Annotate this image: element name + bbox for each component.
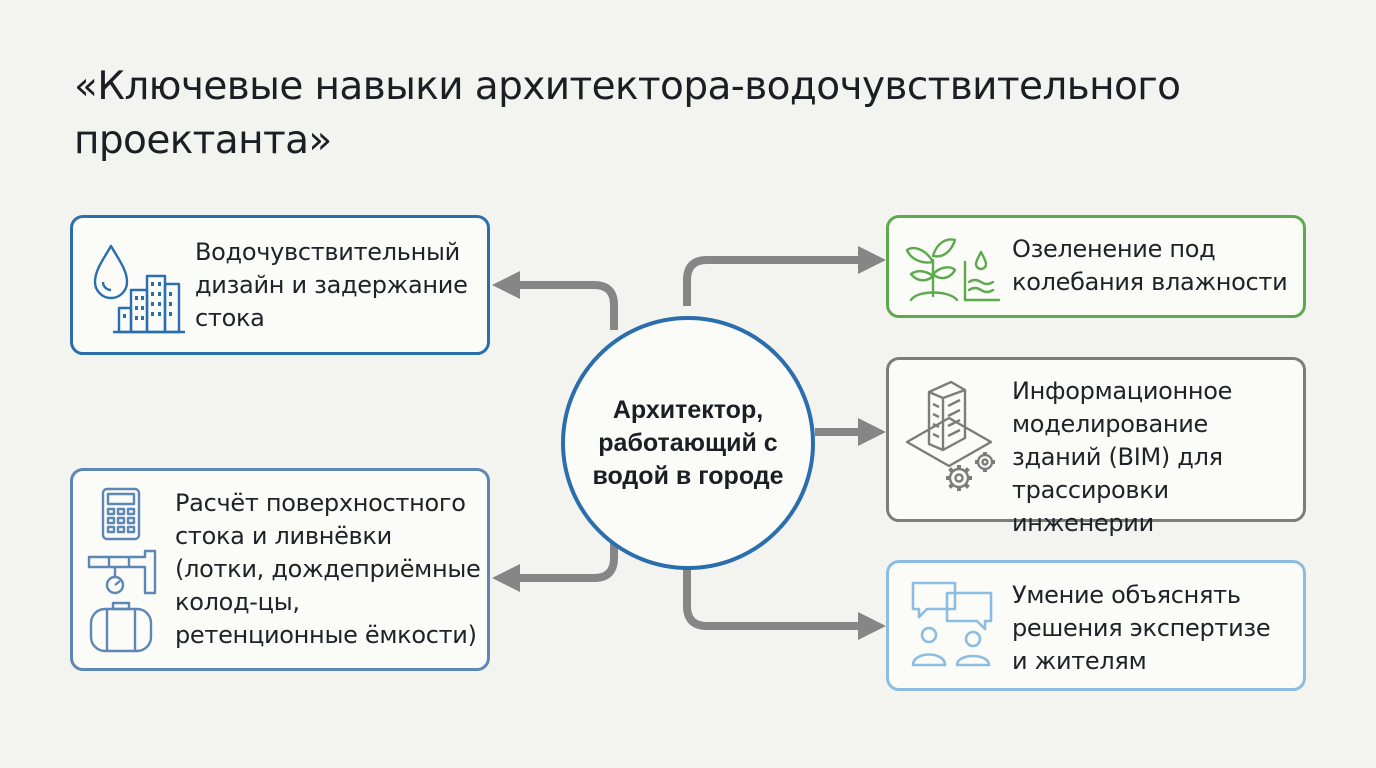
card-label: Водочувствительный дизайн и задержание с… bbox=[195, 238, 468, 332]
card-label: Озеленение под колебания влажности bbox=[1012, 235, 1288, 296]
hub-circle: Архитектор, работающий с водой в городе bbox=[561, 316, 815, 570]
speech-people-icon bbox=[911, 581, 993, 667]
arrowhead-communicate bbox=[858, 612, 886, 640]
card-greening: Озеленение под колебания влажности bbox=[886, 215, 1306, 318]
card-label: Расчёт поверхностного стока и ливнёвки (… bbox=[175, 489, 481, 649]
arrowhead-bim bbox=[858, 418, 886, 446]
card-bim: Информационное моделирование зданий (BIM… bbox=[886, 357, 1306, 537]
building-gears-icon bbox=[905, 380, 995, 491]
water-drop-buildings-icon bbox=[93, 244, 185, 334]
connector-to-stormwater bbox=[518, 281, 618, 330]
card-runoff-calculation: Расчёт поверхностного стока и ливнёвки (… bbox=[70, 468, 490, 671]
connector-to-greening bbox=[683, 256, 862, 306]
card-stormwater-design: Водочувствительный дизайн и задержание с… bbox=[70, 215, 490, 355]
calculator-pipe-tank-icon bbox=[87, 487, 157, 653]
card-communication: Умение объяснять решения экспертизе и жи… bbox=[886, 560, 1306, 691]
arrowhead-stormwater bbox=[492, 271, 520, 299]
connector-to-communicate bbox=[683, 560, 862, 630]
card-label: Информационное моделирование зданий (BIM… bbox=[1012, 377, 1233, 537]
arrowhead-runoff bbox=[492, 564, 520, 592]
plant-moisture-icon bbox=[905, 238, 1001, 302]
arrowhead-greening bbox=[858, 246, 886, 274]
page-title: «Ключевые навыки архитектора-водочувстви… bbox=[74, 64, 1181, 163]
card-label: Умение объяснять решения экспертизе и жи… bbox=[1012, 581, 1271, 675]
connector-to-runoff bbox=[518, 535, 618, 582]
hub-label: Архитектор, работающий с водой в городе bbox=[592, 395, 784, 490]
